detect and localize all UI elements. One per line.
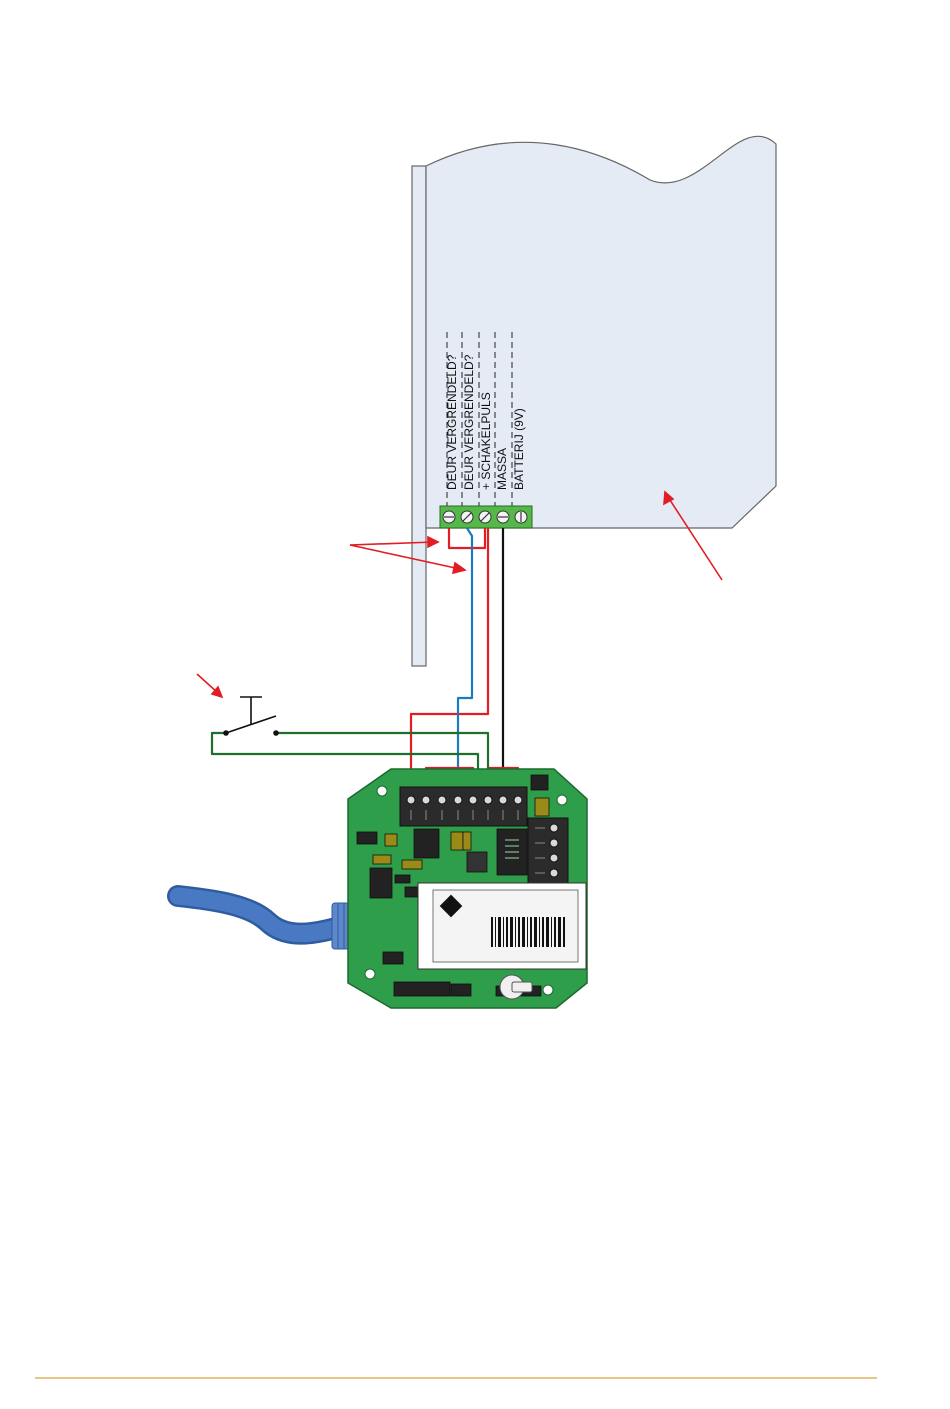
pcb-board — [348, 769, 587, 1008]
push-button-switch-icon — [224, 697, 278, 735]
terminal-label-3: + SCHAKELPULS — [479, 392, 493, 490]
lock-terminal-block — [440, 506, 532, 528]
terminal-label-4: MASSA — [495, 448, 509, 490]
wire-red-loop — [449, 528, 485, 548]
board-terminal-block — [400, 787, 527, 826]
wires — [212, 528, 518, 790]
board-side-terminal — [528, 818, 568, 883]
lock-panel-edge — [412, 166, 426, 666]
terminal-label-1: DEUR VERGRENDELD? — [445, 354, 459, 490]
terminal-label-5: BATTERIJ (9V) — [512, 408, 526, 490]
terminal-label-2: DEUR VERGRENDELD? — [462, 354, 476, 490]
network-module — [418, 883, 586, 969]
